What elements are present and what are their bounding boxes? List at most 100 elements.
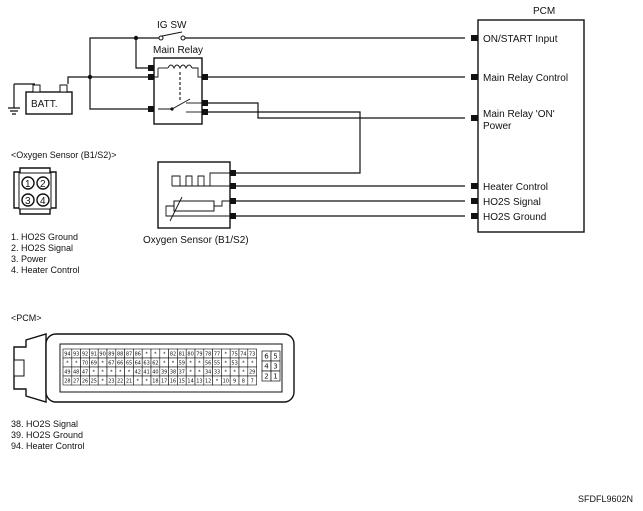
pcm-pin-label: * bbox=[189, 370, 192, 376]
pcm-pin-label: * bbox=[216, 379, 219, 385]
pcm-pin-label: * bbox=[163, 352, 166, 358]
pcm-pin-label: 63 bbox=[143, 361, 149, 367]
pcm-label: PCM bbox=[533, 6, 555, 17]
pcm-pin-label: * bbox=[242, 370, 245, 376]
pcm-pin-label: 41 bbox=[143, 370, 149, 376]
wire-ig-feed bbox=[89, 37, 161, 77]
pcm-pin-label: 17 bbox=[161, 379, 167, 385]
pcm-pin-label: * bbox=[198, 370, 201, 376]
pcm-pin-label: 65 bbox=[126, 361, 132, 367]
pcm-pin-label: 9 bbox=[233, 379, 236, 385]
pcm-pin-label: 40 bbox=[152, 370, 158, 376]
pcm-terminal-main-relay-on: Main Relay 'ON' bbox=[483, 109, 555, 120]
sensor-legend-item: 3. Power bbox=[11, 254, 47, 264]
pcm-pin-label: 37 bbox=[179, 370, 185, 376]
main-relay-box bbox=[153, 57, 203, 125]
diagram-code: SFDFL9602N bbox=[578, 494, 633, 504]
pcm-pin-label: * bbox=[145, 379, 148, 385]
pcm-pin-label: 69 bbox=[91, 361, 97, 367]
pcm-pin-label: 81 bbox=[179, 352, 185, 358]
pcm-pin-label: 34 bbox=[205, 370, 211, 376]
pcm-pin-label: * bbox=[128, 370, 131, 376]
pcm-pin-label: * bbox=[225, 352, 228, 358]
pcm-pin-label: 38 bbox=[170, 370, 176, 376]
pcm-pin-label: * bbox=[154, 352, 157, 358]
pcm-terminal-heater-control: Heater Control bbox=[483, 182, 548, 193]
pcm-pin-label: 18 bbox=[152, 379, 158, 385]
pcm-pin-label: 48 bbox=[73, 370, 79, 376]
pcm-pin-label: 74 bbox=[240, 352, 246, 358]
ig-switch: IG SW bbox=[157, 20, 187, 41]
pcm-terminal-ho2s-signal: HO2S Signal bbox=[483, 197, 541, 208]
pcm-pin-label: * bbox=[242, 361, 245, 367]
wire-ig-to-relay-coil bbox=[135, 38, 148, 69]
pcm-pin-label: 49 bbox=[64, 370, 70, 376]
pcm-pin-label: 66 bbox=[117, 361, 123, 367]
pcm-pin-label: * bbox=[101, 370, 104, 376]
junction-dot bbox=[87, 74, 93, 80]
pcm-pin-label: 64 bbox=[135, 361, 141, 367]
pcm-side-pin-label: 3 bbox=[273, 363, 277, 371]
pcm-pin-label: 75 bbox=[231, 352, 237, 358]
pcm-pin-label: 27 bbox=[73, 379, 79, 385]
pcm-pin-label: 80 bbox=[187, 352, 193, 358]
pcm-pin-label: 92 bbox=[82, 352, 88, 358]
pcm-pin-label: * bbox=[110, 370, 113, 376]
pcm-pin-label: 88 bbox=[117, 352, 123, 358]
pcm-pin-label: 8 bbox=[242, 379, 245, 385]
pcm-terminal-power: Power bbox=[483, 121, 512, 132]
pcm-pin-label: 53 bbox=[231, 361, 237, 367]
sensor-legend-item: 2. HO2S Signal bbox=[11, 243, 73, 253]
pcm-pin-label: * bbox=[101, 361, 104, 367]
pcm-box bbox=[477, 19, 585, 233]
pcm-side-pin-label: 6 bbox=[264, 353, 269, 361]
pcm-pin-label: 33 bbox=[214, 370, 220, 376]
pcm-legend-item: 39. HO2S Ground bbox=[11, 430, 83, 440]
pcm-pin-label: 91 bbox=[91, 352, 97, 358]
pcm-pin-label: 12 bbox=[205, 379, 211, 385]
pcm-pin-label: 16 bbox=[170, 379, 176, 385]
sensor-pin-2: 2 bbox=[40, 179, 46, 190]
wire-sensor-power bbox=[206, 111, 361, 174]
pcm-pin-label: 93 bbox=[73, 352, 79, 358]
pcm-pin-label: * bbox=[66, 361, 69, 367]
wire-relay-on-power bbox=[206, 102, 465, 119]
battery: BATT. bbox=[8, 83, 73, 115]
pcm-legend-item: 94. Heater Control bbox=[11, 441, 85, 451]
sensor-connector-title: <Oxygen Sensor (B1/S2)> bbox=[11, 150, 117, 160]
pcm-pin-label: 73 bbox=[249, 352, 255, 358]
pcm-pin-label: * bbox=[233, 370, 236, 376]
pcm-pin-label: 67 bbox=[108, 361, 114, 367]
pcm-pin-label: 22 bbox=[117, 379, 123, 385]
pcm-pin-label: 13 bbox=[196, 379, 202, 385]
pcm-pin-label: 82 bbox=[170, 352, 176, 358]
junctions bbox=[87, 35, 139, 80]
pcm-pin-label: 28 bbox=[64, 379, 70, 385]
pcm-pin-label: 26 bbox=[82, 379, 88, 385]
oxygen-sensor-box bbox=[157, 161, 231, 229]
battery-label: BATT. bbox=[31, 99, 57, 110]
pcm-pin-label: * bbox=[137, 379, 140, 385]
pcm-pin-label: * bbox=[101, 379, 104, 385]
pcm-pin-label: 21 bbox=[126, 379, 132, 385]
pcm-pin-label: 23 bbox=[108, 379, 114, 385]
pcm-pin-label: 15 bbox=[179, 379, 185, 385]
pcm-terminal-main-relay-control: Main Relay Control bbox=[483, 73, 568, 84]
pcm-pin-label: * bbox=[172, 361, 175, 367]
wires bbox=[67, 37, 465, 217]
pcm-pin-label: 47 bbox=[82, 370, 88, 376]
pcm-pin-label: * bbox=[251, 361, 254, 367]
pcm-connector-title: <PCM> bbox=[11, 313, 42, 323]
pcm-side-pin-label: 1 bbox=[273, 373, 277, 381]
pcm-pin-label: * bbox=[119, 370, 122, 376]
pcm-pin-label: 70 bbox=[82, 361, 88, 367]
sensor-pin-3: 3 bbox=[25, 196, 31, 207]
pcm-pin-label: 79 bbox=[196, 352, 202, 358]
pcm-pin-label: 25 bbox=[91, 379, 97, 385]
pcm-pin-label: 87 bbox=[126, 352, 132, 358]
pcm-side-pin-label: 5 bbox=[273, 353, 277, 361]
pcm-pin-label: 62 bbox=[152, 361, 158, 367]
